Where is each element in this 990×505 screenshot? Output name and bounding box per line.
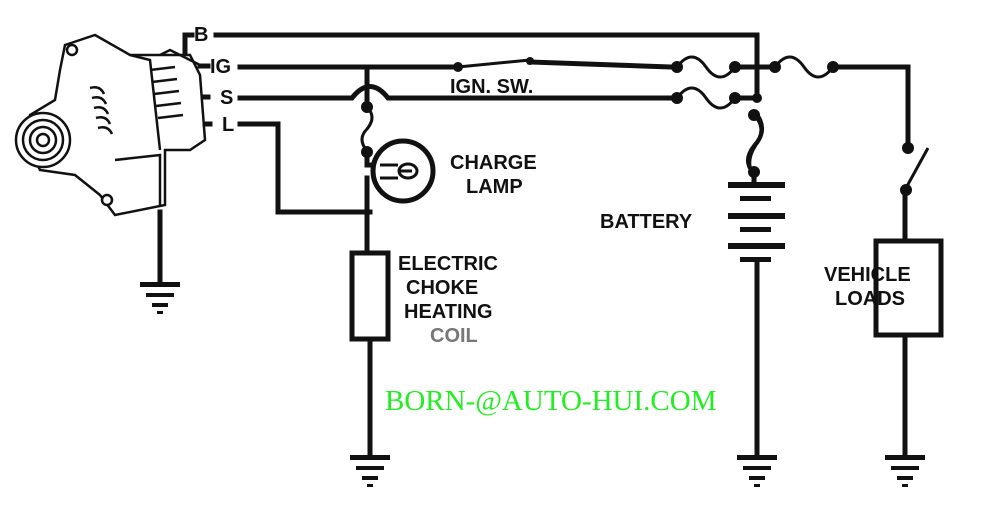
ground-icon	[885, 455, 925, 487]
vehicle-loads-box	[873, 238, 944, 338]
s-wire	[237, 84, 675, 101]
ground-icon	[140, 282, 180, 314]
alternator	[14, 33, 207, 217]
charge-label: CHARGE	[450, 152, 537, 174]
ign-sw-label: IGN. SW.	[450, 76, 533, 98]
terminal-ig-label: IG	[210, 56, 231, 78]
lamp-label: LAMP	[466, 176, 523, 198]
ground-icon	[350, 455, 390, 487]
ground-icon	[737, 455, 777, 487]
choke-label-1: ELECTRIC	[398, 253, 498, 275]
ig-wire	[237, 59, 675, 70]
choke-label-3: HEATING	[404, 301, 493, 323]
watermark: BORN-@AUTO-HUI.COM	[385, 385, 716, 417]
terminal-l-label: L	[222, 114, 234, 136]
battery-icon	[728, 182, 785, 262]
charge-lamp-icon	[370, 138, 436, 204]
choke-label-2: CHOKE	[406, 277, 478, 299]
battery-label: BATTERY	[600, 211, 693, 233]
terminal-b-label: B	[194, 24, 208, 46]
fuse-block	[671, 55, 839, 178]
terminal-s-label: S	[220, 87, 233, 109]
choke-coil-resistor	[349, 250, 391, 342]
l-wire	[237, 121, 373, 215]
lamp-fuse	[360, 105, 374, 152]
vehicle-label: VEHICLE	[824, 264, 911, 286]
ignition-switch	[457, 58, 531, 69]
b-wire	[213, 32, 760, 103]
choke-label-4: COIL	[430, 325, 478, 347]
loads-label: LOADS	[835, 288, 905, 310]
load-switch	[904, 147, 930, 189]
